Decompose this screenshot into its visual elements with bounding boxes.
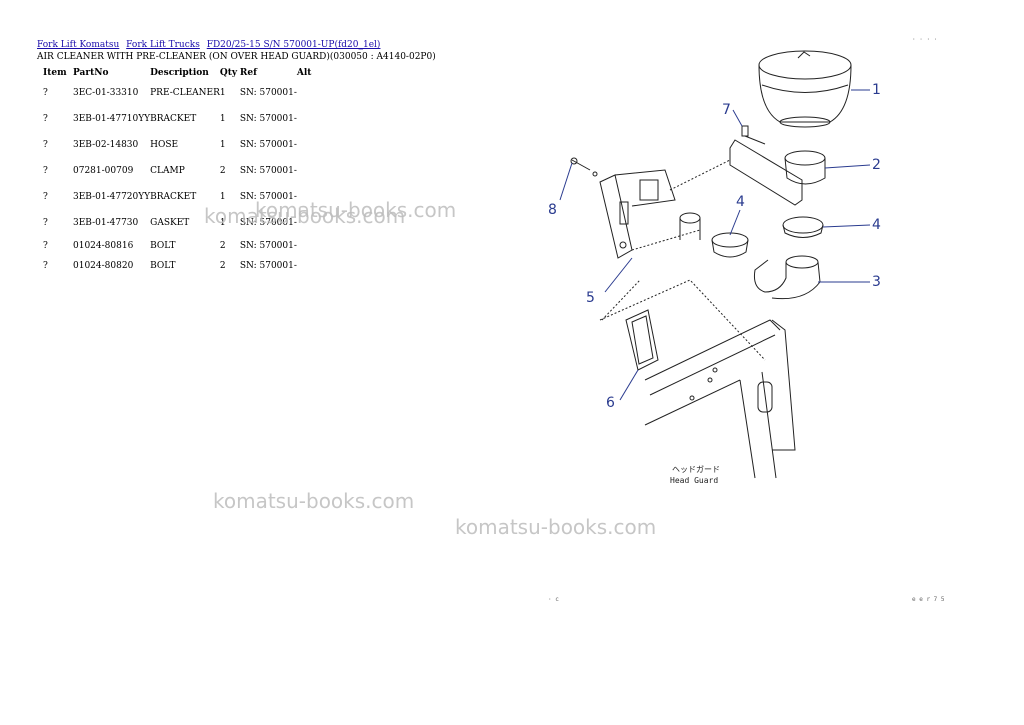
callout-3: 3 [872,274,881,290]
cell-qty: 2 [219,241,226,251]
table-row: ? 01024-80816 BOLT 2 SN: 570001- [37,236,327,256]
parts-diagram: 1 2 3 4 4 5 6 7 8 ヘッドガード Head Guard [548,50,881,485]
watermark: komatsu-books.com [455,515,657,539]
breadcrumb-link-model[interactable]: FD20/25-15 S/N 570001-UP(fd20_1el) [206,40,381,50]
cell-partno: 01024-80816 [73,241,134,251]
callout-4-right: 4 [872,217,881,233]
callout-8: 8 [548,202,557,218]
cell-partno: 01024-80820 [73,261,134,271]
page-subtitle: AIR CLEANER WITH PRE-CLEANER (ON OVER HE… [37,52,436,62]
cell-qty: 2 [219,166,226,176]
cell-description: CLAMP [150,166,185,176]
assembly-lines [599,159,766,361]
cell-item: ? [43,114,48,124]
table-row: ? 01024-80820 BOLT 2 SN: 570001- [37,256,327,276]
table-header-row: Item PartNo Description Qty Ref Alt [37,66,327,80]
watermark: komatsu-books.com [204,204,406,228]
cell-ref: SN: 570001- [239,218,297,228]
cell-qty: 1 [219,140,226,150]
cell-description: GASKET [150,218,190,228]
cell-ref: SN: 570001- [239,166,297,176]
corner-mark-top-right: · · · · [912,36,938,43]
header-item: Item [43,68,67,78]
parts-table: Item PartNo Description Qty Ref Alt ? 3EC… [37,66,327,276]
cell-partno: 07281-00709 [73,166,134,176]
header-alt: Alt [296,68,312,78]
cell-description: HOSE [150,140,179,150]
cell-description: BOLT [150,261,176,271]
cell-item: ? [43,241,48,251]
callout-6: 6 [606,395,615,411]
cell-description: BRACKET [150,114,197,124]
cell-qty: 1 [219,114,226,124]
cell-partno: 3EB-01-47710YY [73,114,151,124]
callout-1: 1 [872,82,881,98]
cell-description: PRE-CLEANER [150,88,220,98]
table-row: ? 07281-00709 CLAMP 2 SN: 570001- [37,158,327,184]
cell-alt [297,256,327,276]
breadcrumb-link-komatsu[interactable]: Fork Lift Komatsu [37,40,120,50]
pre-cleaner-part [758,50,852,128]
cell-ref: SN: 570001- [239,261,297,271]
fitting-part [784,150,826,185]
header-ref: Ref [239,68,257,78]
cell-ref: SN: 570001- [239,88,297,98]
breadcrumb: Fork Lift Komatsu Fork Lift Trucks FD20/… [37,40,384,50]
cell-qty: 2 [219,261,226,271]
cell-item: ? [43,218,48,228]
cell-partno: 3EB-01-47730 [73,218,139,228]
cell-alt [297,236,327,256]
cell-ref: SN: 570001- [239,140,297,150]
cell-ref: SN: 570001- [239,114,297,124]
cell-item: ? [43,261,48,271]
bolt-part [570,157,598,177]
cell-partno: 3EC-01-33310 [73,88,139,98]
cell-alt [297,80,327,106]
callout-4-left: 4 [736,194,745,210]
caption-en: Head Guard [670,476,718,485]
cell-partno: 3EB-01-47720YY [73,192,151,202]
breadcrumb-link-trucks[interactable]: Fork Lift Trucks [126,40,200,50]
cell-ref: SN: 570001- [239,192,297,202]
callout-7: 7 [722,102,731,118]
cell-alt [297,106,327,132]
table-row: ? 3EB-02-14830 HOSE 1 SN: 570001- [37,132,327,158]
cell-item: ? [43,166,48,176]
header-qty: Qty [219,68,238,78]
table-row: ? 3EB-01-47730 GASKET 1 SN: 570001- [37,210,327,236]
callout-5: 5 [586,290,595,306]
header-partno: PartNo [73,68,109,78]
cell-description: BOLT [150,241,176,251]
caption-jp: ヘッドガード [672,464,720,474]
cell-item: ? [43,140,48,150]
watermark: komatsu-books.com [213,489,415,513]
cell-alt [297,158,327,184]
cell-partno: 3EB-02-14830 [73,140,139,150]
cell-qty: 1 [219,192,226,202]
watermark: komatsu-books.com [255,198,457,222]
gasket-part [625,309,659,371]
hose-part [754,255,821,300]
header-description: Description [150,68,209,78]
corner-mark-bottom-mid: · c [548,596,559,603]
cell-ref: SN: 570001- [239,241,297,251]
corner-mark-bottom-right: e e r 7 5 [912,596,945,603]
cell-qty: 1 [219,88,226,98]
callout-2: 2 [872,157,881,173]
cell-qty: 1 [219,218,226,228]
lower-bracket-part [599,169,701,259]
cell-item: ? [43,192,48,202]
leader-lines [559,89,871,401]
cell-alt [297,132,327,158]
cell-description: BRACKET [150,192,197,202]
head-guard-part [644,319,796,479]
clamp-part [711,216,824,258]
cell-item: ? [43,88,48,98]
upper-bracket-part [729,125,803,206]
